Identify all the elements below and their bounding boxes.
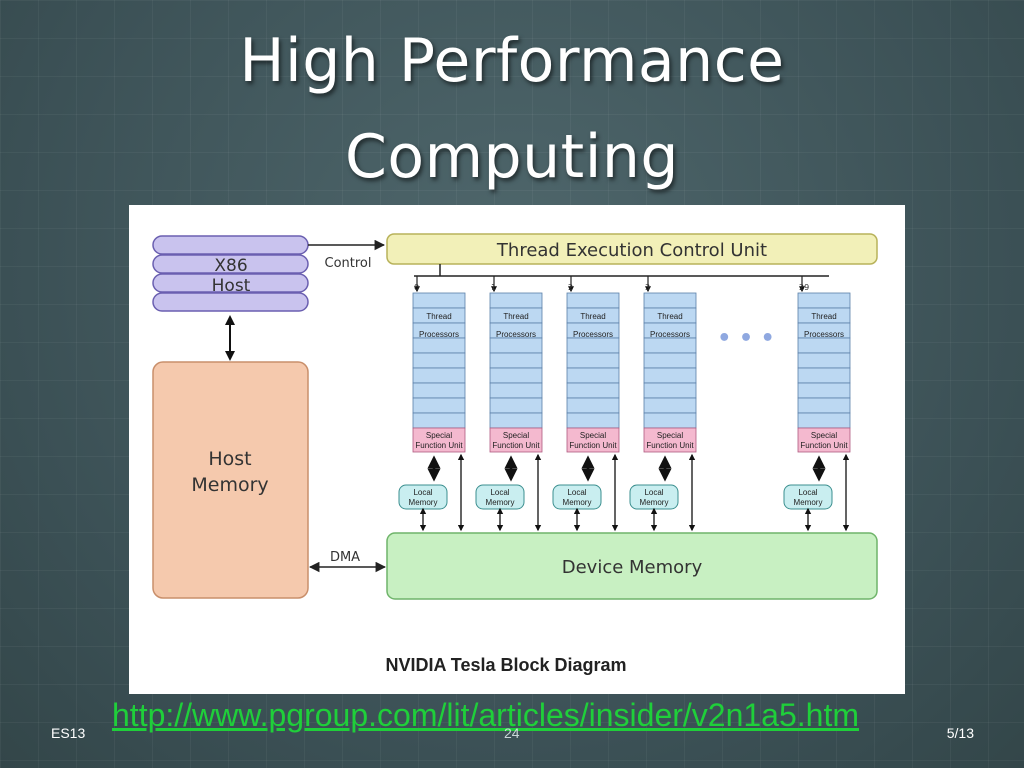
sfu-label-1: Special <box>503 431 529 440</box>
sfu-label-1: Special <box>580 431 606 440</box>
source-link[interactable]: http://www.pgroup.com/lit/articles/insid… <box>112 697 859 733</box>
teu-label: Thread Execution Control Unit <box>496 240 767 261</box>
thread-processor-cell <box>489 382 543 399</box>
thread-execution-control-unit <box>386 233 878 265</box>
sfu-label-1: Special <box>426 431 452 440</box>
device-memory-label: Device Memory <box>562 557 703 578</box>
thread-label: Thread <box>426 312 451 321</box>
thread-processor-cell <box>566 367 620 384</box>
thread-processor-cell <box>489 337 543 354</box>
thread-processor-cell <box>412 352 466 369</box>
ellipsis: • • • <box>717 326 775 351</box>
local-memory-label-2: Memory <box>794 498 823 507</box>
processors-label: Processors <box>804 330 844 339</box>
thread-processor-cell <box>797 352 851 369</box>
special-function-unit <box>797 427 851 453</box>
processors-label: Processors <box>419 330 459 339</box>
thread-processor-cell <box>412 292 466 309</box>
thread-label: Thread <box>503 312 528 321</box>
thread-processor-cell <box>797 397 851 414</box>
slide-number: 24 <box>504 725 520 741</box>
thread-processor-cell <box>643 337 697 354</box>
thread-processor-cell <box>489 397 543 414</box>
local-memory-label-1: Local <box>490 488 509 497</box>
slide-title-line-1: High Performance <box>239 26 785 96</box>
thread-processor-cell <box>566 382 620 399</box>
footer-left: ES13 <box>51 725 86 741</box>
thread-processor-cell <box>412 397 466 414</box>
control-label: Control <box>325 256 372 271</box>
footer-right: 5/13 <box>946 725 974 741</box>
processors-label: Processors <box>573 330 613 339</box>
sfu-label-2: Function Unit <box>569 441 617 450</box>
thread-processor-cell <box>412 337 466 354</box>
thread-processor-cell <box>489 367 543 384</box>
thread-processor-cell <box>489 292 543 309</box>
processors-label: Processors <box>496 330 536 339</box>
special-function-unit <box>566 427 620 453</box>
thread-processor-cell <box>566 352 620 369</box>
local-memory-label-2: Memory <box>563 498 592 507</box>
thread-processor-cell <box>643 292 697 309</box>
column-index: 29 <box>799 283 809 292</box>
x86-label: X86 <box>214 256 247 276</box>
diagram-caption: NVIDIA Tesla Block Diagram <box>385 655 626 675</box>
column-index: 2 <box>568 283 573 292</box>
host-label: Host <box>212 276 251 296</box>
tesla-block-diagram: X86 Host Control Thread Execution Contro… <box>129 205 905 694</box>
sfu-label-2: Function Unit <box>492 441 540 450</box>
special-function-unit <box>489 427 543 453</box>
thread-label: Thread <box>657 312 682 321</box>
slide-title-line-2: Computing <box>345 122 679 192</box>
local-memory-label-2: Memory <box>640 498 669 507</box>
thread-processor-cell <box>797 337 851 354</box>
sfu-label-2: Function Unit <box>646 441 694 450</box>
thread-processor-cell <box>412 367 466 384</box>
thread-processor-cell <box>489 352 543 369</box>
local-memory-label-1: Local <box>567 488 586 497</box>
column-index: 3 <box>645 283 650 292</box>
host-memory-label-1: Host <box>208 448 251 470</box>
thread-processor-cell <box>643 352 697 369</box>
thread-processor-cell <box>566 337 620 354</box>
sfu-label-2: Function Unit <box>800 441 848 450</box>
diagram-svg: X86 Host Control Thread Execution Contro… <box>152 233 878 675</box>
thread-processor-cell <box>797 367 851 384</box>
thread-processor-cell <box>566 397 620 414</box>
local-memory-label-2: Memory <box>409 498 438 507</box>
thread-processor-cell <box>643 367 697 384</box>
host-memory-block <box>152 361 309 599</box>
thread-processor-cell <box>412 412 466 429</box>
column-index: 0 <box>414 283 419 292</box>
x86-host-block: X86 Host <box>152 235 309 312</box>
thread-processor-cell <box>643 412 697 429</box>
local-memory-label-2: Memory <box>486 498 515 507</box>
device-memory-block <box>386 532 878 600</box>
column-index: 1 <box>491 283 496 292</box>
local-memory-label-1: Local <box>413 488 432 497</box>
processors-label: Processors <box>650 330 690 339</box>
special-function-unit <box>412 427 466 453</box>
thread-processor-cell <box>566 412 620 429</box>
sfu-label-1: Special <box>657 431 683 440</box>
host-memory-label-2: Memory <box>191 474 268 496</box>
thread-label: Thread <box>580 312 605 321</box>
thread-processor-cell <box>797 382 851 399</box>
thread-processor-cell <box>489 412 543 429</box>
special-function-unit <box>643 427 697 453</box>
thread-label: Thread <box>811 312 836 321</box>
thread-processor-cell <box>566 292 620 309</box>
local-memory-label-1: Local <box>798 488 817 497</box>
local-memory-label-1: Local <box>644 488 663 497</box>
sfu-label-1: Special <box>811 431 837 440</box>
dma-label: DMA <box>330 550 360 565</box>
thread-processor-cell <box>412 382 466 399</box>
thread-processor-cell <box>643 397 697 414</box>
thread-processor-cell <box>797 412 851 429</box>
thread-processor-cell <box>797 292 851 309</box>
thread-processor-cell <box>643 382 697 399</box>
sfu-label-2: Function Unit <box>415 441 463 450</box>
